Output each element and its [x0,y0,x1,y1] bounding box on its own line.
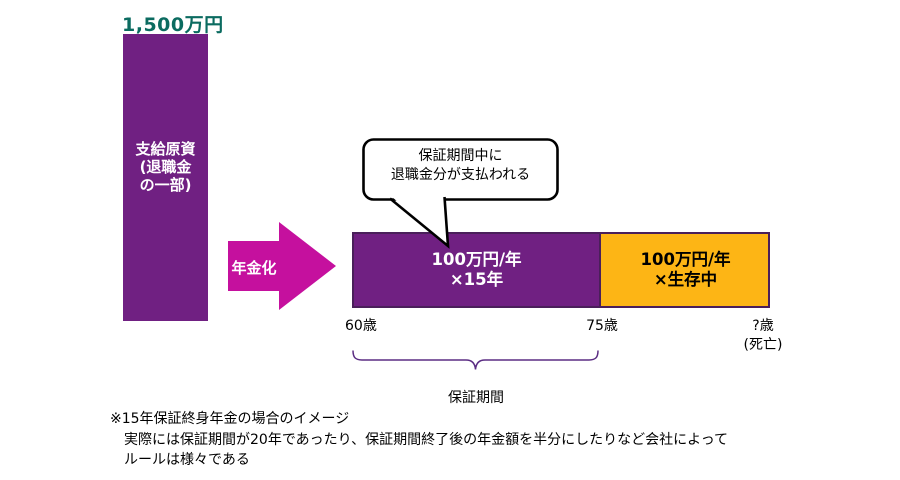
age-label-death: ?歳 (死亡) [727,317,799,355]
footnote-line2: 実際には保証期間が20年であったり、保証期間終了後の年金額を半分にしたりなど会社… [124,431,728,448]
age-death-line2: (死亡) [743,337,783,353]
age-label-60: 60歳 [345,318,377,334]
source-fund-line2: (退職金 [139,158,192,176]
lifetime-segment-label: 100万円/年 ×生存中 [601,250,770,290]
lifetime-period-segment [598,232,770,308]
guarantee-period-brace [352,350,599,370]
source-fund-line1: 支給原資 [135,140,196,158]
age-death-line1: ?歳 [752,318,774,334]
annuitize-arrow-label: 年金化 [231,259,277,277]
guarantee-period-label: 保証期間 [448,390,504,406]
footnote-line3: ルールは様々である [124,452,250,468]
source-amount-label: 1,500万円 [122,14,224,36]
guaranteed-segment-line1: 100万円/年 [431,250,522,269]
guaranteed-segment-line2: ×15年 [449,270,504,289]
guaranteed-segment-label: 100万円/年 ×15年 [352,250,601,290]
footnote-line1: ※15年保証終身年金の場合のイメージ [110,411,350,427]
source-fund-bar [123,34,208,321]
lifetime-segment-line1: 100万円/年 [640,250,731,269]
source-fund-bar-label: 支給原資 (退職金 の一部) [123,140,208,194]
footnote: ※15年保証終身年金の場合のイメージ 実際には保証期間が20年であったり、保証期… [110,409,810,471]
age-label-75: 75歳 [586,318,618,334]
callout-line1: 保証期間中に [418,148,503,164]
source-fund-line3: の一部) [139,176,192,194]
callout-line2: 退職金分が支払われる [390,167,531,183]
callout-text: 保証期間中に 退職金分が支払われる [363,147,558,185]
lifetime-segment-line2: ×生存中 [653,270,718,289]
